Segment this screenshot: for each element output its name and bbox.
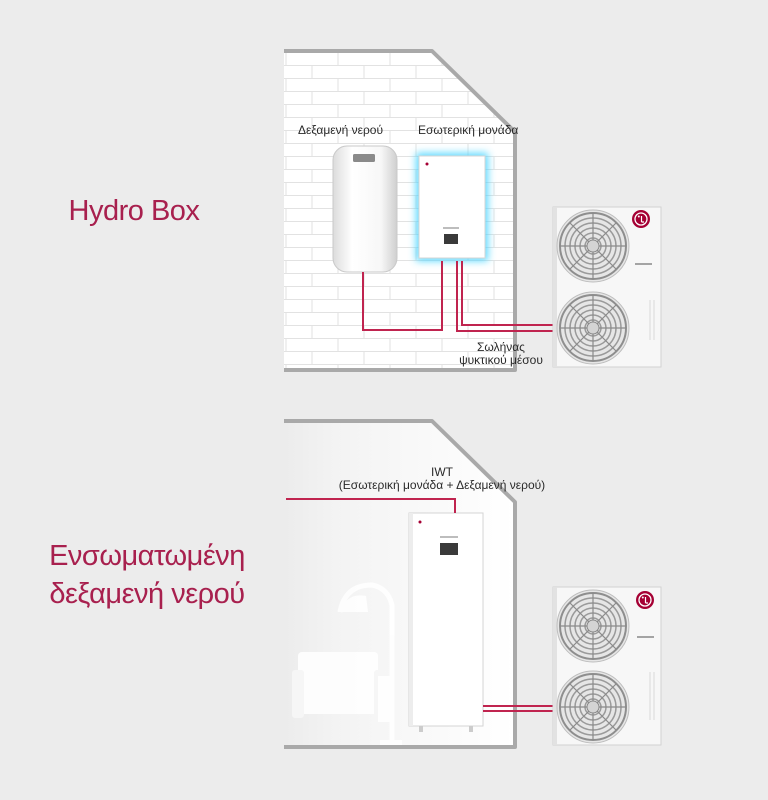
label-indoor-unit: Εσωτερική μονάδα (418, 123, 519, 137)
house-outline (284, 49, 517, 372)
outdoor-unit-1 (552, 206, 662, 368)
refrigerant-pipe-b (461, 261, 553, 326)
water-loop-pipe (362, 261, 443, 331)
label-line: (Εσωτερική μονάδα + Δεξαμενή νερού) (338, 478, 546, 492)
lg-logo-icon (631, 209, 651, 229)
fan-icon (556, 589, 630, 663)
house-outline (284, 419, 517, 749)
section-title-line: Ενσωματωμένη (49, 540, 245, 572)
fan-icon (556, 209, 630, 283)
lg-logo-icon (635, 590, 655, 610)
pipes-2 (286, 498, 553, 712)
furniture (292, 582, 402, 745)
label-line: IWT (431, 465, 453, 479)
section-title-line: δεξαμενή νερού (49, 578, 245, 610)
fan-icon (556, 670, 630, 744)
tank-display (353, 154, 375, 162)
lamp-shade (338, 595, 368, 612)
outdoor-unit-2 (552, 586, 662, 746)
armchair (298, 652, 378, 714)
iwt-unit (408, 512, 484, 732)
pipes-1 (362, 261, 553, 332)
fan-icon (556, 291, 630, 365)
lamp (337, 582, 395, 745)
label-water-tank: Δεξαμενή νερού (298, 123, 384, 137)
side-table (378, 676, 390, 722)
label-iwt: IWT (Εσωτερική μονάδα + Δεξαμενή νερού) (328, 466, 556, 492)
label-refrigerant-pipe: Σωλήνας ψυκτικού μέσου (456, 341, 546, 367)
indoor-unit (416, 153, 488, 261)
iwt-display (440, 543, 458, 555)
label-line: ψυκτικού μέσου (459, 353, 543, 367)
indoor-unit-display (444, 234, 458, 244)
water-tank (332, 145, 398, 273)
section-title-integrated-tank: Ενσωματωμένη δεξαμενή νερού (22, 537, 272, 613)
water-supply-pipe (286, 498, 456, 513)
label-line: Σωλήνας (477, 340, 525, 354)
refrigerant-pipe-a (456, 261, 553, 332)
section-title-hydro-box: Hydro Box (68, 195, 200, 227)
